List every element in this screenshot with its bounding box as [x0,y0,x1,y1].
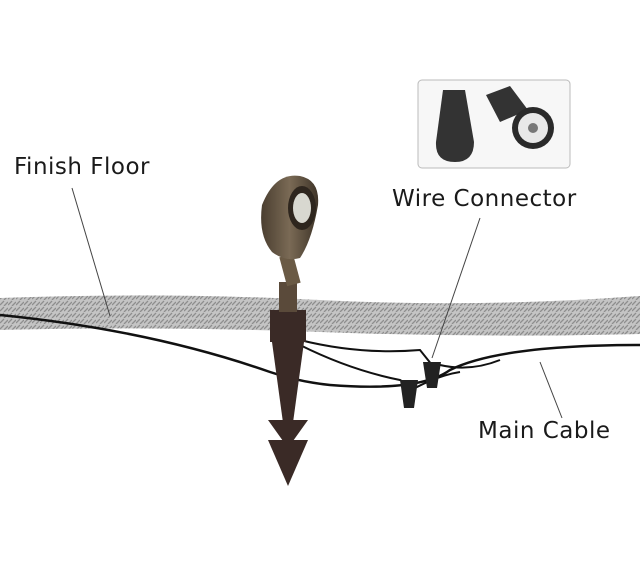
tap-wire [439,359,501,369]
main-cable-label: Main Cable [478,418,611,444]
connector-inset [417,79,571,169]
finish-floor-label: Finish Floor [14,154,151,180]
fixture-wire [299,344,409,386]
main-cable-leader [539,361,563,419]
wire-connector-label: Wire Connector [392,186,577,212]
finish-floor-leader [71,187,111,317]
spotlight-fixture [261,175,319,312]
wire-connector [400,362,441,408]
fixture-wire [299,339,433,366]
wire-connector-leader [431,217,481,359]
tap-wire [414,371,461,389]
finish-floor [0,295,640,336]
ground-stake [268,310,308,486]
main-cable [0,313,640,388]
